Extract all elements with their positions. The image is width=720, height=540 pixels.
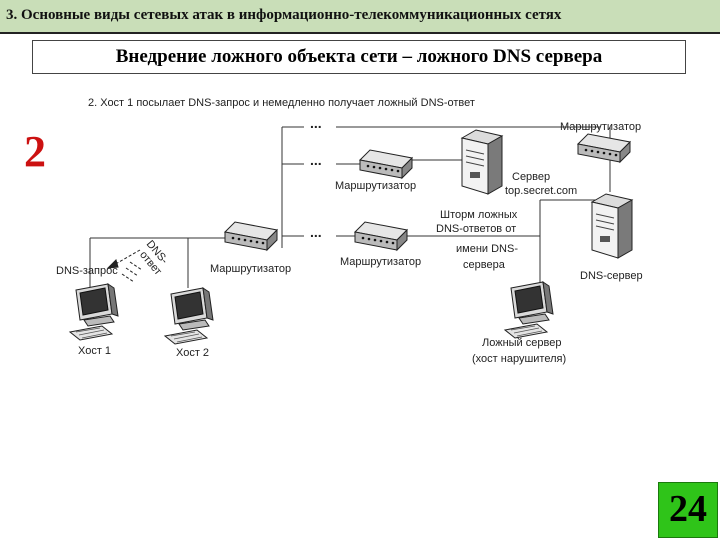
network-links [89, 126, 611, 300]
storm-line3: имени DNS- [456, 243, 518, 255]
dns-request-arrow [106, 249, 143, 283]
server-label-line1: Сервер [512, 171, 550, 183]
router-lower-middle-icon [354, 221, 408, 251]
router-lower-middle-label: Маршрутизатор [340, 256, 421, 268]
router-middle-icon [359, 149, 413, 179]
router-top-right-label: Маршрутизатор [560, 121, 641, 133]
diagram-caption: 2. Хост 1 посылает DNS-запрос и немедлен… [88, 97, 475, 109]
dns-answer-label: DNS- ответ [137, 238, 170, 278]
subtitle-box: Внедрение ложного объекта сети – ложного… [32, 40, 686, 74]
host1-label: Хост 1 [78, 345, 111, 357]
storm-line1: Шторм ложных [440, 209, 518, 221]
slide-subtitle: Внедрение ложного объекта сети – ложного… [115, 46, 603, 67]
fake-server-line1: Ложный сервер [482, 337, 561, 349]
router-middle-label: Маршрутизатор [335, 180, 416, 192]
router-top-right-icon [577, 133, 631, 163]
header-bar: 3. Основные виды сетевых атак в информац… [0, 0, 720, 34]
page-number: 24 [669, 488, 707, 530]
link-dots-middle: ... [310, 152, 322, 168]
storm-line4: сервера [463, 259, 506, 271]
fake-server-line2: (хост нарушителя) [472, 353, 566, 365]
fake-server-computer-icon [504, 281, 554, 339]
router-center-label: Маршрутизатор [210, 263, 291, 275]
storm-line2: DNS-ответов от [436, 223, 516, 235]
host1-computer-icon [69, 283, 119, 341]
dns-server-label: DNS-сервер [580, 270, 643, 282]
dns-request-label: DNS-запрос [56, 265, 118, 277]
host2-computer-icon [164, 287, 214, 345]
link-dots-bottom: ... [310, 224, 322, 240]
step-number: 2 [24, 127, 46, 176]
server-label-line2: top.secret.com [505, 185, 577, 197]
page-number-badge: 24 [658, 482, 718, 538]
dns-server-tower-icon [591, 193, 633, 259]
router-center-icon [224, 221, 278, 251]
host2-label: Хост 2 [176, 347, 209, 359]
slide-title: 3. Основные виды сетевых атак в информац… [6, 7, 562, 23]
link-dots-top: ... [310, 115, 322, 131]
server-tower-icon [461, 129, 503, 195]
